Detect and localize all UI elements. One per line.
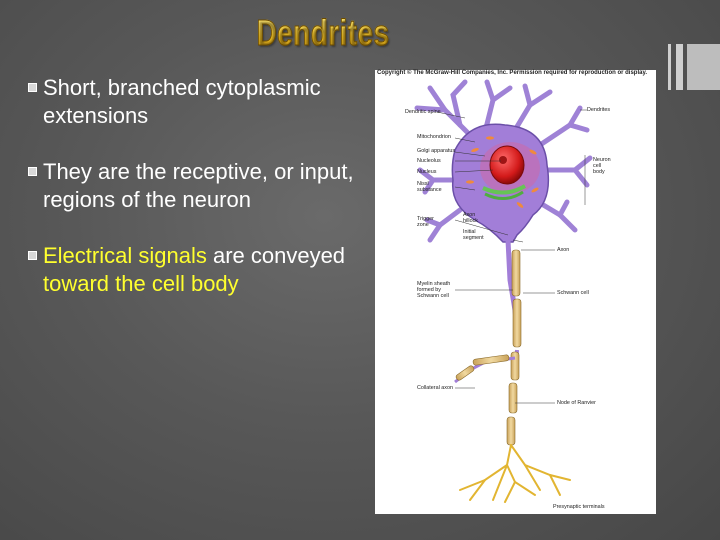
label-schwann-cell: Schwann cell [557, 290, 589, 296]
label-neuron-cell-body: Neuron cell body [593, 157, 611, 175]
nucleus [489, 145, 525, 185]
label-axon-hillock-line2: hillock [463, 218, 478, 224]
neuron-figure: Copyright © The McGraw-Hill Companies, I… [375, 70, 656, 514]
label-initial-line2: segment [463, 235, 484, 241]
highlighted-text: toward the cell body [43, 271, 239, 296]
label-axon-hillock: Axon hillock [463, 212, 478, 224]
label-trigger-line1: Trigger [417, 216, 434, 222]
label-myelin-sheath: Myelin sheath formed by Schwann cell [417, 281, 450, 299]
leader-lines [436, 109, 587, 404]
label-trigger-zone: Trigger zone [417, 216, 434, 228]
label-nissl: Nissl substance [417, 181, 442, 193]
label-myelin-line1: Myelin sheath [417, 281, 451, 287]
label-node-of-ranvier: Node of Ranvier [557, 400, 596, 406]
label-nucleolus: Nucleolus [417, 158, 441, 164]
label-mitochondrion: Mitochondrion [417, 134, 451, 140]
label-neuron-line2: cell [593, 163, 602, 169]
mitochondria [466, 136, 539, 208]
label-myelin-line3: Schwann cell [417, 293, 449, 299]
label-trigger-line2: zone [417, 222, 429, 228]
myelin-sheath [506, 249, 522, 446]
highlighted-text: Electrical signals [43, 243, 207, 268]
label-myelin-line2: formed by [417, 287, 441, 293]
bullet-marker-icon [28, 83, 37, 92]
label-presynaptic-terminals: Presynaptic terminals [553, 504, 605, 510]
label-axon-hillock-line1: Axon [463, 212, 476, 218]
bullet-text: Short, branched cytoplasmic extensions [43, 75, 321, 128]
label-neuron-line3: body [593, 169, 605, 175]
label-nissl-line2: substance [417, 187, 442, 193]
decorative-bar [668, 44, 671, 90]
decorative-bar [687, 44, 720, 90]
bullet-text: They are the receptive, or input, region… [43, 159, 354, 212]
label-nissl-line1: Nissl [417, 181, 429, 187]
label-dendrites: Dendrites [587, 107, 611, 113]
label-axon: Axon [557, 247, 570, 253]
nucleolus [499, 156, 507, 164]
bullet-item: Short, branched cytoplasmic extensions [28, 74, 373, 130]
slide-title: Dendrites [71, 12, 575, 54]
label-collateral-axon: Collateral axon [417, 385, 453, 391]
label-nucleus: Nucleus [417, 169, 437, 175]
bullet-marker-icon [28, 167, 37, 176]
label-initial-line1: Initial [463, 229, 476, 235]
bullet-text: are conveyed [206, 243, 346, 268]
label-golgi: Golgi apparatus [417, 148, 456, 154]
presynaptic-terminals [459, 444, 571, 503]
bullet-marker-icon [28, 251, 37, 260]
decorative-bar [676, 44, 683, 90]
label-dendritic-spine: Dendritic spine [405, 109, 441, 115]
bullet-item: Electrical signals are conveyed toward t… [28, 242, 373, 298]
neuron-illustration [414, 79, 593, 503]
figure-copyright: Copyright © The McGraw-Hill Companies, I… [377, 70, 648, 76]
label-neuron-line1: Neuron [593, 157, 611, 163]
label-initial-segment: Initial segment [463, 229, 484, 241]
bullet-item: They are the receptive, or input, region… [28, 158, 373, 214]
